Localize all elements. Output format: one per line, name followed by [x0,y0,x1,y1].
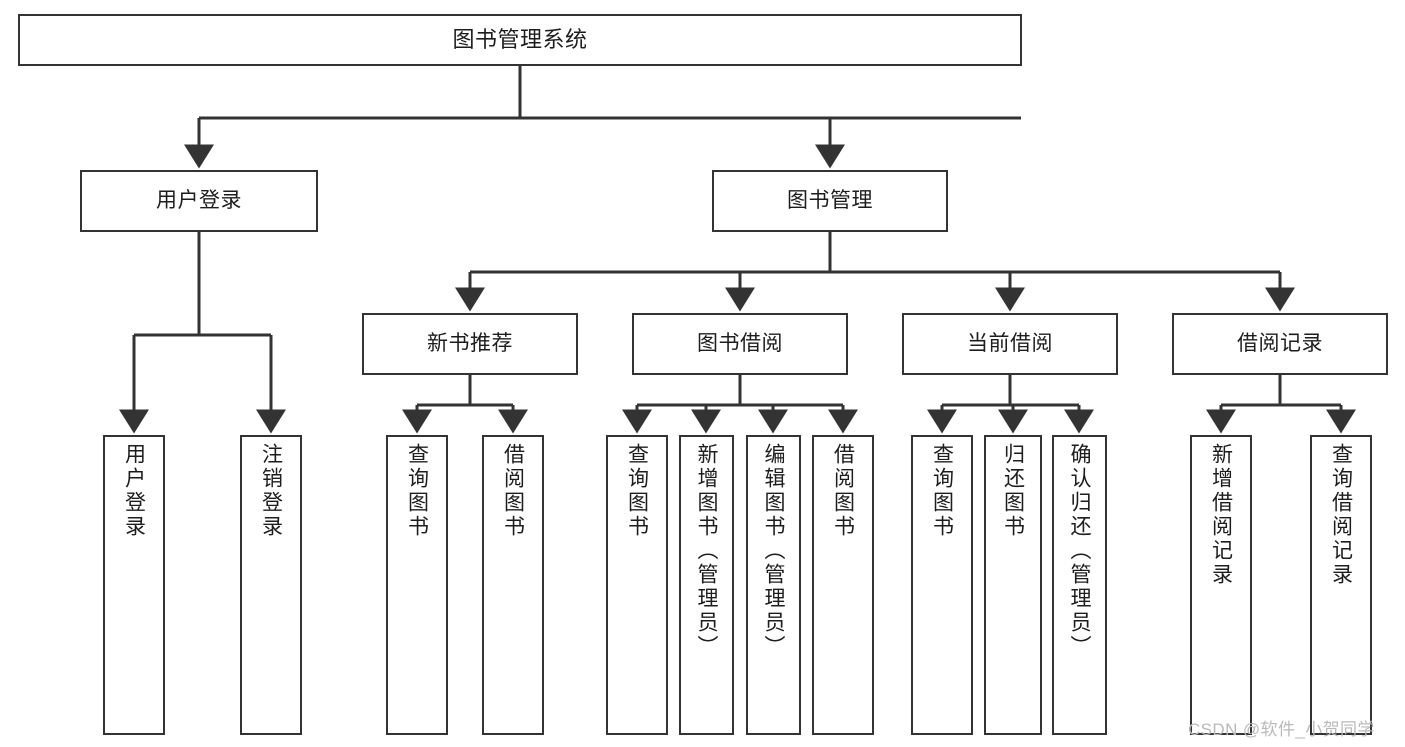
node-leaf-borrow-book-1[interactable]: 借阅图书 [482,435,544,735]
node-leaf-confirm-return-label: 确认归还（管理员） [1068,443,1091,659]
node-leaf-logout[interactable]: 注销登录 [240,435,302,735]
node-leaf-query-record[interactable]: 查询借阅记录 [1310,435,1372,735]
node-leaf-borrow-book-1-label: 借阅图书 [501,443,525,539]
node-leaf-add-book-label: 新增图书（管理员） [695,443,718,659]
node-leaf-edit-book[interactable]: 编辑图书（管理员） [746,435,801,735]
node-current-borrow[interactable]: 当前借阅 [902,313,1118,375]
node-borrow-record-label: 借阅记录 [1237,331,1323,355]
node-user-login-label: 用户登录 [156,188,242,212]
node-book-manage-label: 图书管理 [787,188,873,212]
node-leaf-query-book-2-label: 查询图书 [625,443,649,539]
node-new-book-rec[interactable]: 新书推荐 [362,313,578,375]
node-leaf-user-login[interactable]: 用户登录 [103,435,165,735]
node-leaf-query-book-2[interactable]: 查询图书 [606,435,668,735]
csdn-watermark: CSDN @软件_小贺同学 [1188,720,1375,739]
node-book-borrow[interactable]: 图书借阅 [632,313,848,375]
node-root-label: 图书管理系统 [452,27,588,53]
node-leaf-add-book[interactable]: 新增图书（管理员） [679,435,734,735]
node-root[interactable]: 图书管理系统 [18,14,1022,66]
node-leaf-query-book-1[interactable]: 查询图书 [386,435,448,735]
node-leaf-query-book-1-label: 查询图书 [405,443,429,539]
node-book-manage[interactable]: 图书管理 [712,170,948,232]
node-leaf-return-book-label: 归还图书 [1001,443,1025,539]
node-leaf-logout-label: 注销登录 [259,443,283,539]
node-leaf-query-record-label: 查询借阅记录 [1329,443,1353,587]
node-leaf-query-book-3-label: 查询图书 [930,443,954,539]
node-new-book-rec-label: 新书推荐 [427,331,513,355]
node-leaf-borrow-book-2-label: 借阅图书 [831,443,855,539]
node-leaf-user-login-label: 用户登录 [122,443,146,539]
node-user-login[interactable]: 用户登录 [80,170,318,232]
node-leaf-borrow-book-2[interactable]: 借阅图书 [812,435,874,735]
node-current-borrow-label: 当前借阅 [967,331,1053,355]
node-borrow-record[interactable]: 借阅记录 [1172,313,1388,375]
node-leaf-add-record[interactable]: 新增借阅记录 [1190,435,1252,735]
node-leaf-return-book[interactable]: 归还图书 [984,435,1042,735]
node-leaf-add-record-label: 新增借阅记录 [1209,443,1233,587]
node-leaf-confirm-return[interactable]: 确认归还（管理员） [1052,435,1107,735]
node-book-borrow-label: 图书借阅 [697,331,783,355]
node-leaf-edit-book-label: 编辑图书（管理员） [762,443,785,659]
node-leaf-query-book-3[interactable]: 查询图书 [911,435,973,735]
